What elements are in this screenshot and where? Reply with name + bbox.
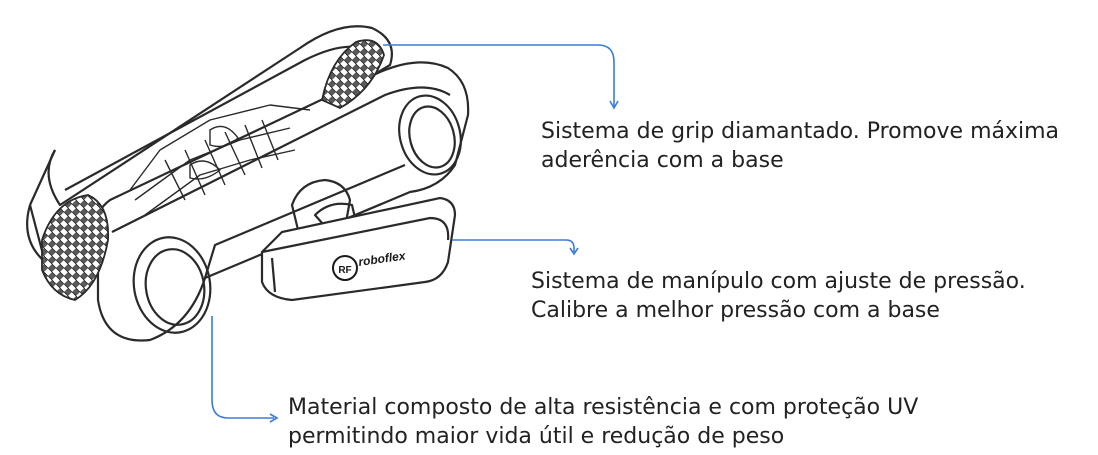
leader-line-handle [452, 239, 575, 252]
leader-line-grip [383, 44, 615, 106]
brand-logo: RF roboflex [332, 248, 408, 281]
leader-arrow-material [269, 413, 279, 423]
front-arm-outline [94, 61, 470, 342]
callout-material: Material composto de alta resistência e … [288, 393, 918, 451]
grip-pads [41, 39, 385, 301]
leader-line-material [211, 316, 274, 419]
callout-grip-line2: aderência com a base [541, 148, 784, 173]
front-right-knob [398, 94, 462, 176]
callout-material-line1: Material composto de alta resistência e … [288, 395, 919, 420]
callout-handle: Sistema de manípulo com ajuste de pressã… [531, 267, 1026, 325]
front-left-knob [132, 236, 212, 334]
pressure-handle [260, 196, 457, 302]
callout-material-line2: permitindo maior vida útil e redução de … [288, 424, 785, 449]
callout-grip: Sistema de grip diamantado. Promove máxi… [541, 117, 1059, 175]
front-arm-ridge [111, 86, 451, 233]
handle-post [290, 178, 352, 240]
callout-grip-line1: Sistema de grip diamantado. Promove máxi… [541, 119, 1060, 144]
clamp-illustration [26, 25, 470, 342]
leader-lines [211, 44, 619, 423]
brand-logo-text: roboflex [357, 248, 407, 269]
brand-logo-mark: RF [338, 265, 351, 276]
callout-handle-line1: Sistema de manípulo com ajuste de pressã… [531, 269, 1026, 294]
leader-arrow-grip [609, 100, 619, 110]
leader-arrow-handle [569, 247, 579, 256]
callout-handle-line2: Calibre a melhor pressão com a base [531, 298, 940, 323]
grip-pad-top [320, 39, 385, 110]
grip-pad-bottom [41, 194, 110, 301]
spring-mechanism [129, 104, 311, 216]
